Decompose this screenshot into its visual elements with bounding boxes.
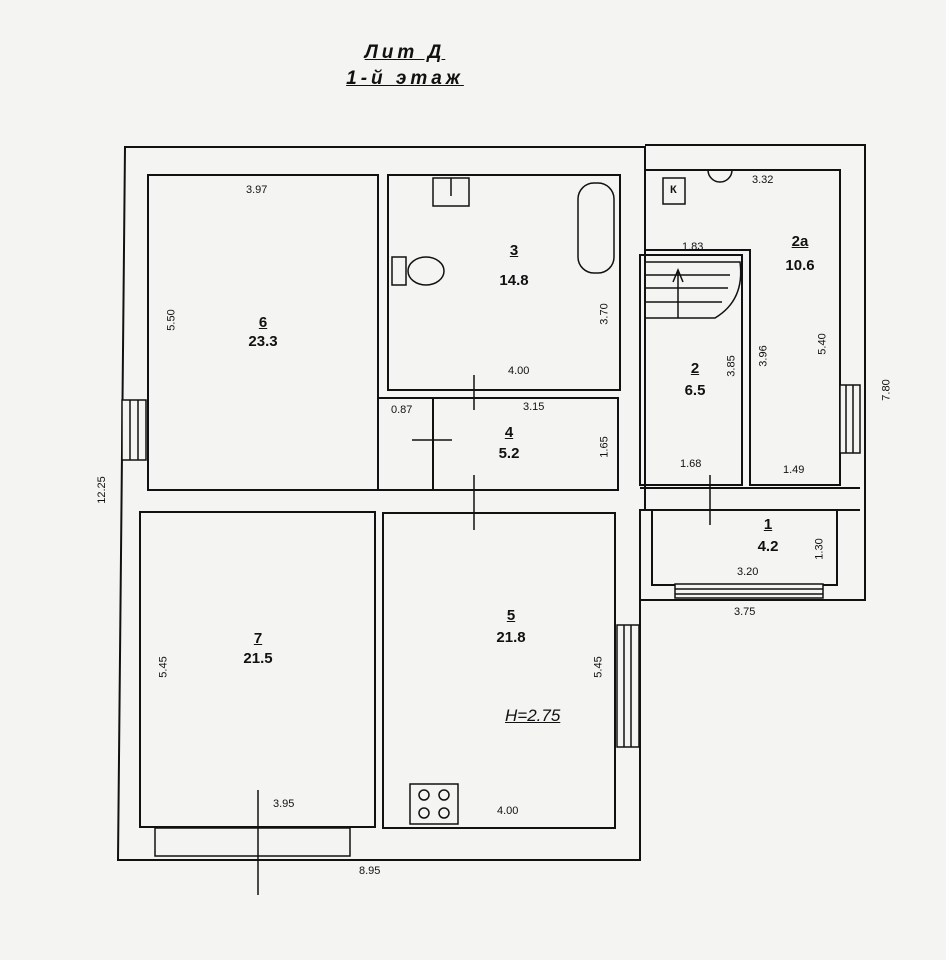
k-box-icon xyxy=(662,177,686,205)
room-2a-number: 2а xyxy=(791,233,809,250)
window-room-2a xyxy=(839,384,861,454)
room-3-number: 3 xyxy=(509,242,519,259)
dim-r4-top: 3.15 xyxy=(523,401,545,413)
toilet-bowl-icon xyxy=(407,256,445,286)
room-5-number: 5 xyxy=(506,607,516,624)
dim-r2a-inner: 3.96 xyxy=(757,345,770,367)
dim-total-width: 8.95 xyxy=(359,865,381,877)
dim-total-height: 12.25 xyxy=(95,476,108,504)
dim-r5-bottom: 4.00 xyxy=(497,805,519,817)
room-7-number: 7 xyxy=(253,630,263,647)
dim-r1-bottom: 3.20 xyxy=(737,566,759,578)
dim-r2a-top: 3.32 xyxy=(752,174,774,186)
dim-r7-side: 5.45 xyxy=(157,656,170,678)
room-5-outline xyxy=(382,512,616,829)
room-1-number: 1 xyxy=(763,516,773,533)
stove-icon xyxy=(409,783,459,825)
room-6-area: 23.3 xyxy=(248,333,278,350)
dim-r3-bottom: 4.00 xyxy=(508,365,530,377)
room-3-area: 14.8 xyxy=(499,272,529,289)
window-room-6 xyxy=(121,399,147,461)
toilet-tank-icon xyxy=(391,256,407,286)
door-arc xyxy=(707,169,733,183)
room-5-area: 21.8 xyxy=(496,629,526,646)
dim-r5-side: 5.45 xyxy=(592,656,605,678)
dim-r2a-side: 5.40 xyxy=(816,333,829,355)
room-2a-area: 10.6 xyxy=(785,257,815,274)
room-7-outline xyxy=(139,511,376,828)
dim-r3-side: 3.70 xyxy=(598,303,611,325)
dim-r6-top: 3.97 xyxy=(246,184,268,196)
dim-r1-side: 1.30 xyxy=(813,538,826,560)
room-6-number: 6 xyxy=(258,314,268,331)
window-bottom xyxy=(154,827,351,857)
floor-label: 1-й этаж xyxy=(346,68,464,89)
dim-r4-door: 0.87 xyxy=(391,404,413,416)
outer-wall xyxy=(116,146,646,861)
window-room-5 xyxy=(616,624,640,748)
dim-r6-side: 5.50 xyxy=(165,309,178,331)
room-3-outline xyxy=(387,174,621,391)
plan-title: Лит Д xyxy=(364,42,446,63)
dim-r2-bottom: 1.68 xyxy=(680,458,702,470)
k-label: К xyxy=(670,184,677,196)
stair-outline xyxy=(645,261,742,319)
room-7-area: 21.5 xyxy=(243,650,273,667)
dim-r4-side: 1.65 xyxy=(598,436,611,458)
window-room-1 xyxy=(674,583,824,599)
room-4-outline xyxy=(432,397,619,491)
dim-r1-outer: 3.75 xyxy=(734,606,756,618)
room-2-area: 6.5 xyxy=(684,382,706,399)
room-2a-outline xyxy=(645,169,841,486)
room-4-number: 4 xyxy=(504,424,514,441)
bathtub-icon xyxy=(577,182,615,274)
dim-r2a-bottom: 1.49 xyxy=(783,464,805,476)
room-2-number: 2 xyxy=(690,360,700,377)
ceiling-height: H=2.75 xyxy=(505,706,561,725)
dim-r7-bottom: 3.95 xyxy=(273,798,295,810)
room-4-area: 5.2 xyxy=(498,445,520,462)
room-6-outline xyxy=(147,174,379,491)
dim-r2-side: 3.85 xyxy=(725,355,738,377)
room-2-outline xyxy=(639,254,743,486)
annex-outer-wall xyxy=(640,144,866,601)
dim-r2-top: 1.83 xyxy=(682,241,704,253)
dim-right-height: 7.80 xyxy=(880,379,893,401)
room-1-area: 4.2 xyxy=(757,538,779,555)
